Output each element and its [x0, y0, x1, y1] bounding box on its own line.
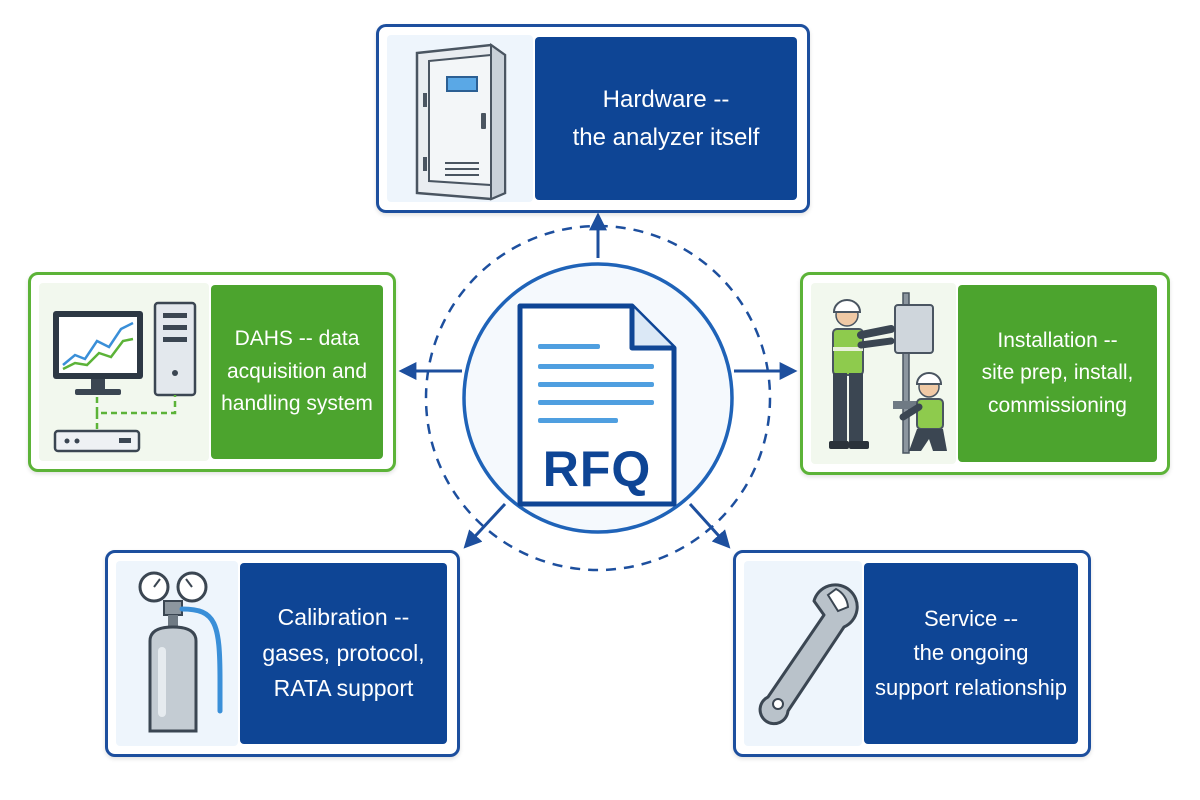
- arrow-to-calibration: [463, 502, 507, 549]
- calibration-card: Calibration -- gases, protocol, RATA sup…: [105, 550, 460, 757]
- hardware-label-line-1: Hardware --: [602, 86, 730, 114]
- rfq-title: RFQ: [542, 441, 652, 497]
- hardware-label: Hardware -- the analyzer itself: [535, 37, 797, 200]
- dahs-label-line-3: handling system: [221, 392, 373, 416]
- dahs-label-line-2: acquisition and: [226, 359, 368, 383]
- hardware-label-line-2: the analyzer itself: [572, 123, 760, 151]
- calibration-label-line-1: Calibration --: [277, 604, 410, 631]
- gas-cylinder-icon: [138, 571, 223, 733]
- installation-illustration: [811, 283, 956, 464]
- calibration-label: Calibration -- gases, protocol, RATA sup…: [240, 563, 447, 744]
- analyzer-cabinet-icon: [415, 43, 507, 201]
- service-card: Service -- the ongoing support relations…: [733, 550, 1091, 757]
- installation-label-line-3: commissioning: [988, 393, 1127, 417]
- wrench-icon: [758, 583, 859, 726]
- dahs-illustration: [39, 283, 209, 461]
- service-label-line-3: support relationship: [874, 674, 1067, 700]
- hardware-illustration: [387, 35, 533, 202]
- computer-workstation-icon: [53, 301, 197, 453]
- dahs-label: DAHS -- data acquisition and handling sy…: [211, 285, 383, 459]
- calibration-illustration: [116, 561, 238, 746]
- arrow-to-service: [688, 502, 731, 549]
- rfq-document: RFQ: [514, 302, 680, 510]
- installation-label-line-2: site prep, install,: [981, 361, 1134, 385]
- service-label-line-2: the ongoing: [913, 640, 1029, 666]
- document-icon: [517, 303, 677, 507]
- service-label: Service -- the ongoing support relations…: [864, 563, 1078, 744]
- hardware-card: Hardware -- the analyzer itself: [376, 24, 810, 213]
- service-illustration: [744, 561, 862, 746]
- dahs-card: DAHS -- data acquisition and handling sy…: [28, 272, 396, 472]
- service-label-line-1: Service --: [923, 606, 1019, 632]
- installation-label-line-1: Installation --: [997, 328, 1118, 352]
- technician-workers-icon: [829, 292, 947, 454]
- calibration-label-line-2: gases, protocol,: [262, 639, 425, 666]
- installation-label: Installation -- site prep, install, comm…: [958, 285, 1157, 462]
- installation-card: Installation -- site prep, install, comm…: [800, 272, 1170, 475]
- dahs-label-line-1: DAHS -- data: [234, 327, 360, 351]
- calibration-label-line-3: RATA support: [273, 675, 414, 702]
